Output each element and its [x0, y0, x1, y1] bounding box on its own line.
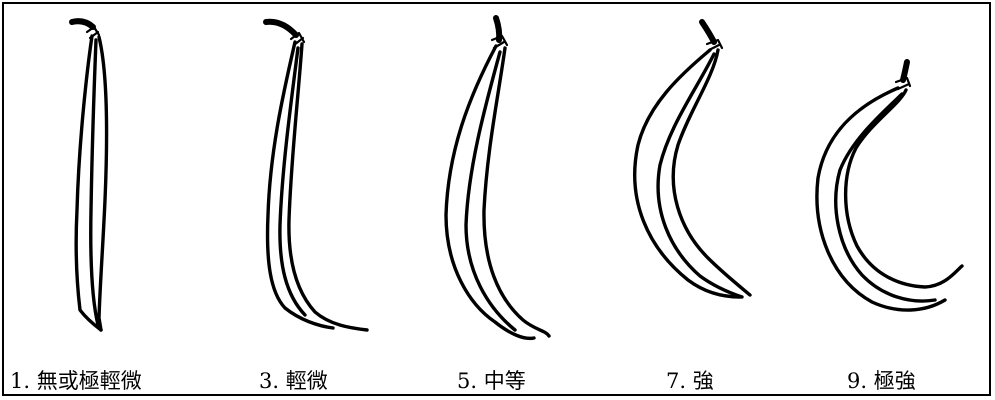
moderately-curved-pod-icon: [446, 18, 549, 338]
item-label-5: 5. 中等: [457, 366, 526, 396]
item-label-7: 7. 強: [666, 366, 714, 396]
item-label-9: 9. 極強: [847, 366, 916, 396]
strongly-curved-pod-icon: [635, 22, 750, 297]
straight-pod-icon: [72, 21, 107, 330]
item-label-1: 1. 無或極輕微: [10, 366, 142, 396]
slightly-curved-pod-icon: [266, 22, 367, 330]
item-label-3: 3. 輕微: [259, 366, 328, 396]
very-strongly-curved-pod-icon: [817, 62, 962, 310]
